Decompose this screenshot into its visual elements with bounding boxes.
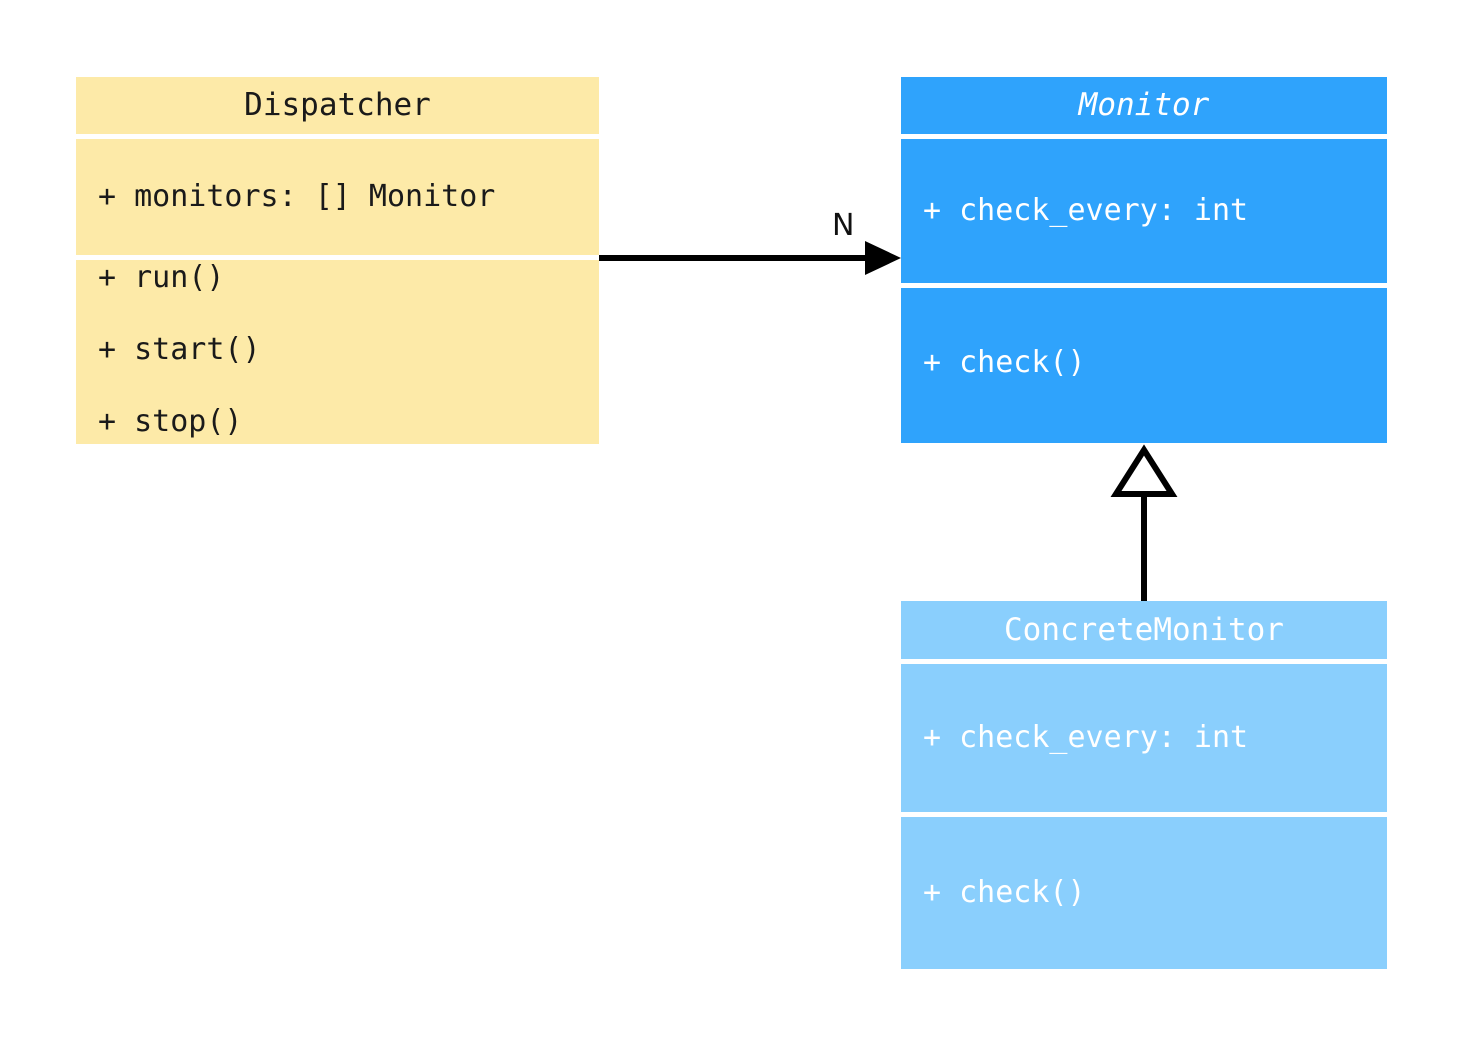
method-item: + run() — [98, 259, 225, 295]
method-item: + start() — [98, 331, 261, 367]
method-list-monitor: + check() — [901, 308, 1387, 418]
class-box-monitor[interactable]: Monitor + check_every: int + check() — [901, 77, 1387, 443]
class-name-dispatcher: Dispatcher — [244, 87, 431, 124]
method-item: + check() — [923, 875, 1086, 910]
class-box-dispatcher[interactable]: Dispatcher + monitors: [] Monitor + run(… — [76, 77, 599, 444]
class-name-concrete-monitor: ConcreteMonitor — [1004, 611, 1284, 648]
association-multiplicity-label: N — [832, 208, 855, 243]
relationship-association-dispatcher-monitor — [599, 241, 901, 275]
attribute-item: + monitors: [] Monitor — [98, 179, 496, 214]
method-item: + stop() — [98, 403, 243, 439]
attribute-list-dispatcher: + monitors: [] Monitor — [76, 142, 599, 252]
class-name-monitor: Monitor — [1078, 87, 1210, 124]
method-list-dispatcher: + run() + start() + stop() — [76, 223, 599, 477]
class-box-concrete-monitor[interactable]: ConcreteMonitor + check_every: int + che… — [901, 601, 1387, 969]
class-methods-dispatcher: + run() + start() + stop() — [76, 255, 599, 439]
class-methods-monitor: + check() — [901, 283, 1387, 438]
class-attributes-concrete-monitor: + check_every: int — [901, 659, 1387, 812]
class-methods-concrete-monitor: + check() — [901, 812, 1387, 969]
attribute-list-concrete-monitor: + check_every: int — [901, 683, 1387, 793]
class-attributes-monitor: + check_every: int — [901, 134, 1387, 283]
class-header-monitor: Monitor — [901, 77, 1387, 134]
generalization-hollow-triangle-icon — [1110, 444, 1178, 497]
class-header-concrete-monitor: ConcreteMonitor — [901, 601, 1387, 659]
class-header-dispatcher: Dispatcher — [76, 77, 599, 134]
attribute-item: + check_every: int — [923, 720, 1249, 755]
class-attributes-dispatcher: + monitors: [] Monitor — [76, 134, 599, 255]
association-arrowhead-icon — [865, 241, 901, 275]
attribute-item: + check_every: int — [923, 193, 1249, 228]
attribute-list-monitor: + check_every: int — [901, 156, 1387, 266]
relationship-generalization-concrete-monitor-monitor — [1110, 444, 1178, 601]
method-item: + check() — [923, 345, 1086, 380]
method-list-concrete-monitor: + check() — [901, 838, 1387, 948]
